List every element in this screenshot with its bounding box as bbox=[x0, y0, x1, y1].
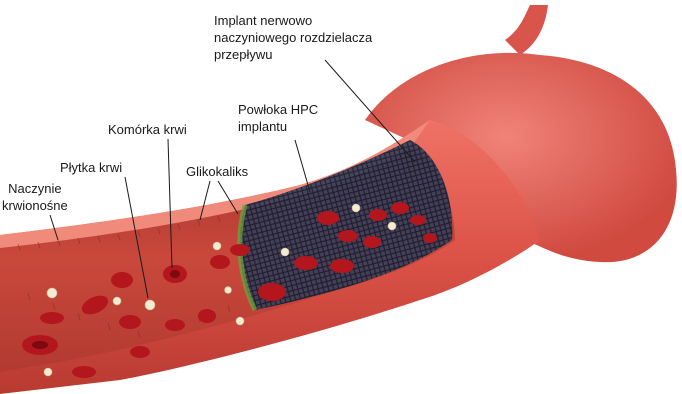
blood-cell bbox=[410, 215, 426, 225]
blood-cell bbox=[210, 255, 230, 269]
label-blood-cell: Komórka krwi bbox=[108, 121, 187, 138]
platelet bbox=[47, 288, 57, 298]
label-platelet: Płytka krwi bbox=[60, 159, 122, 176]
label-glycocalyx: Glikokaliks bbox=[186, 163, 248, 180]
blood-cell bbox=[130, 346, 150, 358]
label-implant-line2: naczyniowego rozdzielacza bbox=[214, 29, 372, 46]
platelet bbox=[213, 242, 221, 250]
label-hpc-coating: Powłoka HPC implantu bbox=[238, 101, 318, 135]
label-implant-line3: przepływu bbox=[214, 46, 372, 63]
label-hpc-line2: implantu bbox=[238, 118, 318, 135]
platelet bbox=[225, 287, 232, 294]
leader-hpc bbox=[295, 140, 310, 192]
blood-cell bbox=[165, 319, 185, 331]
blood-cell bbox=[338, 230, 358, 242]
blood-cell bbox=[294, 256, 318, 270]
blood-cell bbox=[230, 244, 250, 256]
label-implant-line1: Implant nerwowo bbox=[214, 12, 372, 29]
blood-cell bbox=[330, 259, 354, 273]
platelet bbox=[388, 222, 396, 230]
platelet bbox=[113, 297, 121, 305]
label-vessel-line1: Naczynie bbox=[2, 180, 68, 197]
label-vessel: Naczynie krwionośne bbox=[2, 180, 68, 214]
blood-cell bbox=[258, 283, 286, 301]
blood-cell bbox=[363, 236, 381, 248]
label-implant: Implant nerwowo naczyniowego rozdzielacz… bbox=[214, 12, 372, 63]
blood-cell bbox=[119, 315, 141, 329]
platelet bbox=[281, 248, 289, 256]
platelet bbox=[352, 204, 360, 212]
blood-cell bbox=[423, 233, 437, 243]
platelet bbox=[236, 317, 244, 325]
blood-cell bbox=[391, 202, 409, 214]
label-hpc-line1: Powłoka HPC bbox=[238, 101, 318, 118]
platelet bbox=[145, 300, 155, 310]
blood-cell bbox=[198, 309, 216, 323]
blood-cell bbox=[317, 211, 339, 225]
blood-cell bbox=[369, 209, 387, 221]
platelet bbox=[44, 368, 52, 376]
blood-cell bbox=[72, 366, 96, 378]
blood-cell bbox=[40, 312, 64, 324]
label-vessel-line2: krwionośne bbox=[2, 197, 68, 214]
blood-cell bbox=[111, 272, 133, 288]
